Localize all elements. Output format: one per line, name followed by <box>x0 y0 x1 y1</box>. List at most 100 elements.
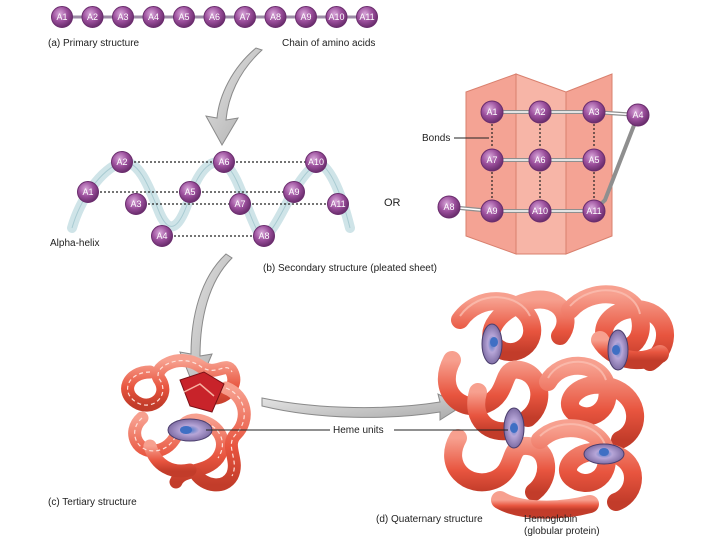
amino-acid-label: A8 <box>443 202 454 212</box>
amino-acid-label: A3 <box>588 107 599 117</box>
sheet-node-a3: A3 <box>582 100 606 124</box>
amino-acid-label: A7 <box>486 155 497 165</box>
amino-acid-circle <box>582 199 606 223</box>
tertiary-structure-label: (c) Tertiary structure <box>48 497 137 508</box>
heme-unit-1 <box>481 323 503 365</box>
amino-acid-label: A10 <box>328 12 344 22</box>
amino-acid-label: A11 <box>586 206 601 216</box>
helix-node-a6: A6 <box>213 151 235 173</box>
amino-acid-label: A9 <box>288 187 299 197</box>
amino-acid-a2: A2 <box>81 6 104 28</box>
helix-ribbon <box>67 157 355 241</box>
amino-acid-circle <box>480 148 504 172</box>
amino-acid-circle <box>142 6 165 28</box>
helix-node-a7: A7 <box>229 193 251 215</box>
amino-acid-circle <box>81 6 104 28</box>
sheet-hydrogen-bonds <box>491 124 595 199</box>
amino-acid-circle <box>264 6 287 28</box>
amino-acid-label: A3 <box>130 199 141 209</box>
sheet-node-a8: A8 <box>437 195 461 219</box>
heme-unit-4 <box>583 443 625 465</box>
amino-acid-circle <box>528 100 552 124</box>
amino-acid-label: A11 <box>330 199 345 209</box>
amino-acid-label: A6 <box>534 155 545 165</box>
or-label: OR <box>384 197 401 209</box>
amino-acid-circle <box>528 199 552 223</box>
amino-acid-label: A8 <box>270 12 281 22</box>
amino-acid-circle <box>125 193 147 215</box>
amino-acid-circle <box>325 6 348 28</box>
amino-acid-circle <box>77 181 99 203</box>
amino-acid-a9: A9 <box>295 6 317 28</box>
quaternary-structure-label: (d) Quaternary structure <box>376 514 483 525</box>
heme-unit-3 <box>503 407 525 449</box>
amino-acid-circle <box>528 148 552 172</box>
amino-acid-circle <box>582 148 606 172</box>
helix-node-a2: A2 <box>111 151 133 173</box>
amino-acid-a11: A11 <box>356 6 378 28</box>
amino-acid-circle <box>480 199 504 223</box>
amino-acid-circle <box>234 6 256 28</box>
heme-units-label: Heme units <box>333 425 384 436</box>
amino-acid-label: A6 <box>209 12 220 22</box>
globular-protein-label: (globular protein) <box>524 526 600 537</box>
amino-acid-circle <box>437 195 461 219</box>
amino-acid-circle <box>173 6 195 28</box>
amino-acid-label: A10 <box>308 157 324 167</box>
amino-acid-label: A11 <box>359 12 374 22</box>
primary-structure-label: (a) Primary structure <box>48 38 140 49</box>
amino-acid-label: A4 <box>148 12 159 22</box>
bonds-label: Bonds <box>422 133 450 144</box>
sheet-node-a7: A7 <box>480 148 504 172</box>
tertiary-sheet-segment <box>179 371 225 413</box>
sheet-node-a11: A11 <box>582 199 606 223</box>
amino-acid-label: A1 <box>486 107 497 117</box>
amino-acid-label: A9 <box>486 206 497 216</box>
amino-acid-label: A6 <box>218 157 229 167</box>
amino-acid-circle <box>203 6 226 28</box>
amino-acid-a5: A5 <box>173 6 195 28</box>
amino-acid-label: A9 <box>300 12 311 22</box>
amino-acid-label: A1 <box>82 187 93 197</box>
helix-node-a10: A10 <box>305 151 327 173</box>
amino-acid-circle <box>480 100 504 124</box>
quaternary-heme-units <box>481 323 629 465</box>
amino-acid-circle <box>295 6 317 28</box>
amino-acid-label: A10 <box>532 206 548 216</box>
sheet-node-a10: A10 <box>528 199 552 223</box>
amino-acid-a4: A4 <box>142 6 165 28</box>
amino-acid-a3: A3 <box>112 6 134 28</box>
amino-acid-circle <box>582 100 606 124</box>
helix-node-a3: A3 <box>125 193 147 215</box>
amino-acid-circle <box>111 151 133 173</box>
sheet-node-a2: A2 <box>528 100 552 124</box>
amino-acid-circle <box>151 225 173 247</box>
sheet-node-a9: A9 <box>480 199 504 223</box>
helix-node-a4: A4 <box>151 225 173 247</box>
alpha-helix-label: Alpha-helix <box>50 238 99 249</box>
helix-hydrogen-bonds <box>88 161 338 237</box>
amino-acid-label: A2 <box>116 157 127 167</box>
chain-of-amino-acids-label: Chain of amino acids <box>282 38 375 49</box>
amino-acid-label: A5 <box>178 12 189 22</box>
arrow-tertiary-to-quaternary <box>261 393 464 421</box>
sheet-node-a6: A6 <box>528 148 552 172</box>
amino-acid-circle <box>112 6 134 28</box>
amino-acid-circle <box>253 225 275 247</box>
tertiary-structure: (c) Tertiary structure <box>48 354 251 508</box>
amino-acid-label: A8 <box>258 231 269 241</box>
amino-acid-label: A5 <box>588 155 599 165</box>
amino-acid-a10: A10 <box>325 6 348 28</box>
sheet-node-a4: A4 <box>626 103 650 127</box>
amino-acid-label: A4 <box>632 110 643 120</box>
amino-acid-circle <box>229 193 251 215</box>
amino-acid-a7: A7 <box>234 6 256 28</box>
amino-acid-circle <box>283 181 305 203</box>
tertiary-heme-unit <box>167 418 213 442</box>
sheet-node-a5: A5 <box>582 148 606 172</box>
arrow-primary-to-helix <box>205 47 263 147</box>
